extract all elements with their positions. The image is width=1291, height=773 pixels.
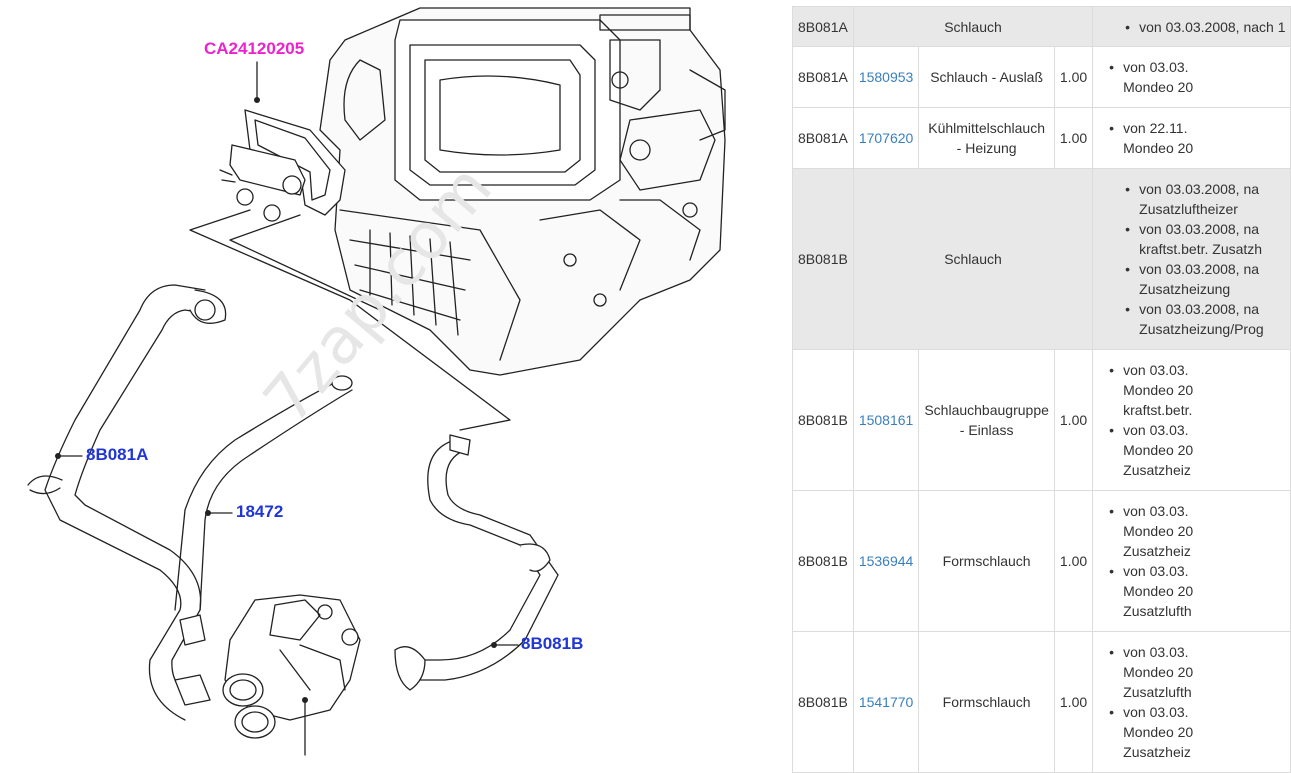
- group-code-cell: 8B081B: [792, 168, 854, 350]
- notes-cell: von 03.03. Mondeo 20 Zusatzheiz von 03.03. M…: [1092, 490, 1291, 632]
- part-number-cell: 1580953: [852, 46, 920, 108]
- callout-8B081A[interactable]: 8B081A: [86, 445, 149, 464]
- group-code-cell: 8B081B: [792, 490, 854, 632]
- note-line: von 03.03.: [1109, 420, 1285, 440]
- note-line: Zusatzlufth: [1123, 603, 1192, 619]
- note-line: Zusatzheiz: [1123, 462, 1191, 478]
- notes-cell: von 03.03.2008, nach 1: [1092, 6, 1291, 47]
- note-line: kraftst.betr. Zusatzh: [1139, 241, 1263, 257]
- notes-list: von 03.03.2008, na Zusatzluftheizer von 03…: [1093, 179, 1285, 339]
- coolant-housing-drawing: [222, 594, 361, 739]
- note-line: von 03.03.: [1109, 642, 1285, 662]
- quantity-cell: 1.00: [1053, 490, 1094, 632]
- heater-unit-drawing: [319, 7, 726, 376]
- note-line: Zusatzluftheizer: [1139, 201, 1238, 217]
- part-number-cell: 1541770: [852, 631, 920, 773]
- group-code-cell: 8B081B: [792, 631, 854, 773]
- part-number-link[interactable]: 1541770: [858, 694, 914, 710]
- callout-CA24120205[interactable]: CA24120205: [204, 39, 305, 58]
- note-line: von 03.03.2008, na: [1125, 219, 1285, 239]
- callout-18472[interactable]: 18472: [236, 502, 284, 521]
- group-code-cell: 8B081A: [792, 6, 854, 47]
- note-line: Mondeo 20: [1123, 583, 1194, 599]
- group-name-cell: Schlauch: [852, 168, 1094, 350]
- note-line: Mondeo 20: [1123, 724, 1194, 740]
- diagram-drawing: [27, 7, 726, 756]
- part-name-cell: Schlauchbaugruppe - Einlass: [918, 349, 1055, 491]
- note-line: von 03.03.2008, nach 1: [1125, 17, 1285, 37]
- note-line: von 03.03.2008, na: [1125, 299, 1285, 319]
- part-number-cell: 1508161: [852, 349, 920, 491]
- gasket-drawing: [219, 109, 346, 222]
- note-line: von 03.03.: [1109, 360, 1285, 380]
- note-line: Mondeo 20: [1123, 79, 1194, 95]
- note-line: Zusatzheizung: [1139, 281, 1231, 297]
- group-code-cell: 8B081B: [792, 349, 854, 491]
- hose-8B081B-drawing: [394, 434, 559, 691]
- part-number-cell: 1536944: [852, 490, 920, 632]
- note-line: von 03.03.: [1109, 57, 1285, 77]
- notes-cell: von 22.11. Mondeo 20: [1092, 107, 1291, 169]
- note-line: von 03.03.2008, na: [1125, 259, 1285, 279]
- note-line: Zusatzlufth: [1123, 684, 1192, 700]
- note-line: von 03.03.: [1109, 561, 1285, 581]
- notes-cell: von 03.03. Mondeo 20: [1092, 46, 1291, 108]
- note-line: Mondeo 20: [1123, 664, 1194, 680]
- part-name-cell: Kühlmittelschlauch - Heizung: [918, 107, 1055, 169]
- note-line: Mondeo 20: [1123, 140, 1194, 156]
- part-number-link[interactable]: 1580953: [858, 69, 914, 85]
- callout-8B081B[interactable]: 8B081B: [521, 634, 584, 653]
- part-name-cell: Formschlauch: [918, 631, 1055, 773]
- parts-table: 8B081ASchlauchvon 03.03.2008, nach 18B08…: [792, 6, 1291, 773]
- note-line: Mondeo 20: [1123, 523, 1194, 539]
- part-number-link[interactable]: 1707620: [858, 130, 914, 146]
- notes-cell: von 03.03. Mondeo 20 kraftst.betr. von 03.0…: [1092, 349, 1291, 491]
- notes-list: von 03.03. Mondeo 20 Zusatzlufth von 03.03.…: [1093, 642, 1285, 762]
- quantity-cell: 1.00: [1053, 631, 1094, 773]
- notes-list: von 03.03. Mondeo 20 Zusatzheiz von 03.03. M…: [1093, 501, 1285, 621]
- notes-list: von 03.03.2008, nach 1: [1093, 17, 1285, 37]
- hose-8B081A-drawing: [27, 284, 227, 721]
- notes-cell: von 03.03.2008, na Zusatzluftheizer von 03…: [1092, 168, 1291, 350]
- notes-list: von 03.03. Mondeo 20: [1093, 57, 1285, 97]
- note-line: Mondeo 20: [1123, 442, 1194, 458]
- group-name-cell: Schlauch: [852, 6, 1094, 47]
- note-line: Zusatzheizung/Prog: [1139, 321, 1264, 337]
- quantity-cell: 1.00: [1053, 46, 1094, 108]
- note-line: von 22.11.: [1109, 118, 1285, 138]
- quantity-cell: 1.00: [1053, 349, 1094, 491]
- quantity-cell: 1.00: [1053, 107, 1094, 169]
- note-line: von 03.03.: [1109, 702, 1285, 722]
- note-line: Zusatzheiz: [1123, 744, 1191, 760]
- part-number-link[interactable]: 1536944: [858, 553, 914, 569]
- part-name-cell: Formschlauch: [918, 490, 1055, 632]
- note-line: Zusatzheiz: [1123, 543, 1191, 559]
- notes-list: von 03.03. Mondeo 20 kraftst.betr. von 03.0…: [1093, 360, 1285, 480]
- note-line: kraftst.betr.: [1123, 402, 1193, 418]
- part-number-link[interactable]: 1508161: [858, 412, 914, 428]
- group-code-cell: 8B081A: [792, 107, 854, 169]
- note-line: von 03.03.2008, na: [1125, 179, 1285, 199]
- group-code-cell: 8B081A: [792, 46, 854, 108]
- parts-diagram: 7zap.com CA24120205 8B081A 18472 8B081B: [27, 7, 726, 756]
- note-line: von 03.03.: [1109, 501, 1285, 521]
- part-name-cell: Schlauch - Auslaß: [918, 46, 1055, 108]
- hose-18472-drawing: [174, 375, 353, 611]
- notes-list: von 22.11. Mondeo 20: [1093, 118, 1285, 158]
- part-number-cell: 1707620: [852, 107, 920, 169]
- note-line: Mondeo 20: [1123, 382, 1194, 398]
- notes-cell: von 03.03. Mondeo 20 Zusatzlufth von 03.03.…: [1092, 631, 1291, 773]
